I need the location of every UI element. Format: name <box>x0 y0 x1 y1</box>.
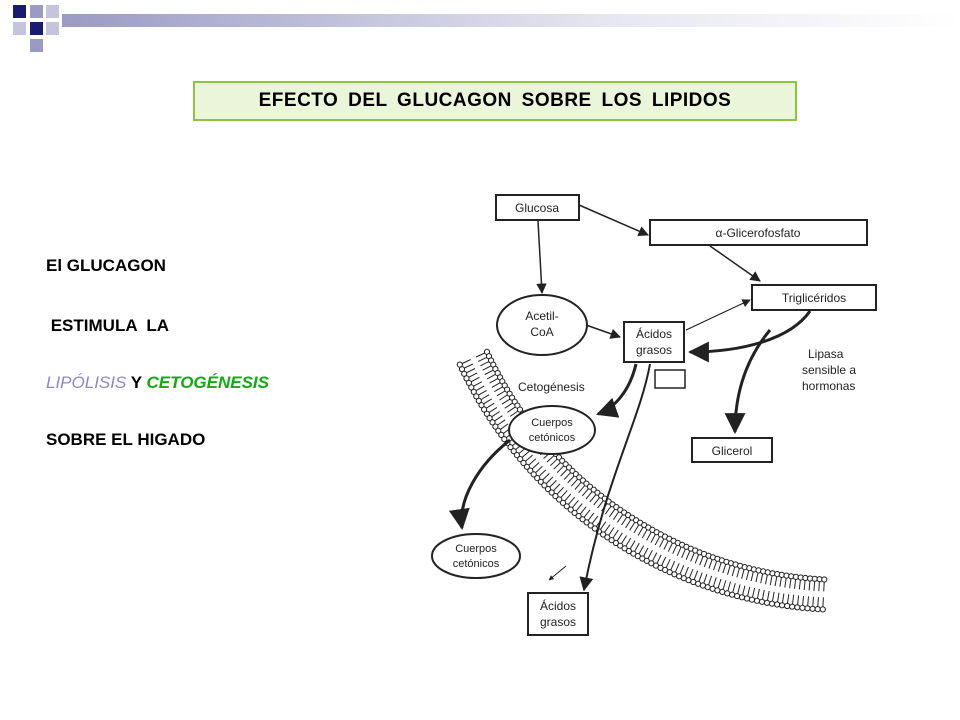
arrow-glucosa-glicerofosfato <box>578 204 649 237</box>
acidos-grasos-box-bottom <box>527 592 589 636</box>
arrow-glicerofosfato-trigliceridos <box>709 245 761 282</box>
arrow-acidos-out <box>579 363 651 592</box>
conjunction-text: Y <box>126 373 147 392</box>
glicerofosfato-label: α-Glicerofosfato <box>716 226 801 240</box>
lipolisis-text: LIPÓLISIS <box>46 373 127 392</box>
grasos-label-top: grasos <box>636 343 672 357</box>
glucosa-label: Glucosa <box>515 201 559 215</box>
arrow-trigliceridos-glicerol <box>724 329 772 435</box>
acidos-label-bottom: Ácidos <box>540 598 576 613</box>
glicerol-label: Glicerol <box>712 444 753 458</box>
trigliceridos-box <box>751 284 877 311</box>
arrow-trigliceridos-acidos <box>687 310 812 363</box>
acetil-label: Acetil- <box>525 309 558 323</box>
glucagon-text: El GLUCAGON <box>46 256 166 275</box>
cetogenesis-label: Cetogénesis <box>518 380 585 394</box>
glucosa-box <box>495 194 580 221</box>
lipasa-label-3: hormonas <box>802 379 855 393</box>
arrow-cuerpos-out <box>448 438 511 531</box>
cetonicos-label-top: cetónicos <box>529 432 576 444</box>
lipasa-label-2: sensible a <box>802 363 856 377</box>
trigliceridos-label: Triglicéridos <box>782 291 846 305</box>
acidos-label-top: Ácidos <box>636 326 672 341</box>
cuerpos-cetonicos-ellipse-bottom <box>431 533 521 579</box>
header-decoration <box>13 5 960 52</box>
lipid-metabolism-diagram: Glucosa α-Glicerofosfato Triglicéridos A… <box>431 194 877 636</box>
lipasa-label-1: Lipasa <box>808 347 844 361</box>
cuerpos-cetonicos-ellipse-top <box>508 405 596 455</box>
blank-box <box>654 369 686 389</box>
lipolisis-cetogenesis-line: LIPÓLISIS Y CETOGÉNESIS <box>46 373 269 393</box>
arrow-acidos-trigliceridos <box>685 299 751 331</box>
higado-text: SOBRE EL HIGADO <box>46 430 206 449</box>
cuerpos-label-bottom: Cuerpos <box>455 543 497 555</box>
glicerofosfato-box <box>649 219 868 246</box>
small-arrow <box>548 565 567 581</box>
arrow-acetilcoa-acidos <box>585 324 621 339</box>
cuerpos-label-top: Cuerpos <box>531 417 573 429</box>
coa-label: CoA <box>530 325 553 339</box>
glicerol-box <box>691 437 773 463</box>
arrow-glucosa-acetilcoa <box>536 220 547 295</box>
slide-title: EFECTO DEL GLUCAGON SOBRE LOS LIPIDOS <box>193 81 797 121</box>
cell-membrane <box>456 348 828 613</box>
grasos-label-bottom: grasos <box>540 615 576 629</box>
acidos-grasos-box-top <box>623 321 685 363</box>
arrow-acidos-cuerpos <box>596 363 638 418</box>
cetogenesis-text: CETOGÉNESIS <box>146 373 270 392</box>
estimula-text: ESTIMULA LA <box>46 316 170 335</box>
cetonicos-label-bottom: cetónicos <box>453 558 500 570</box>
